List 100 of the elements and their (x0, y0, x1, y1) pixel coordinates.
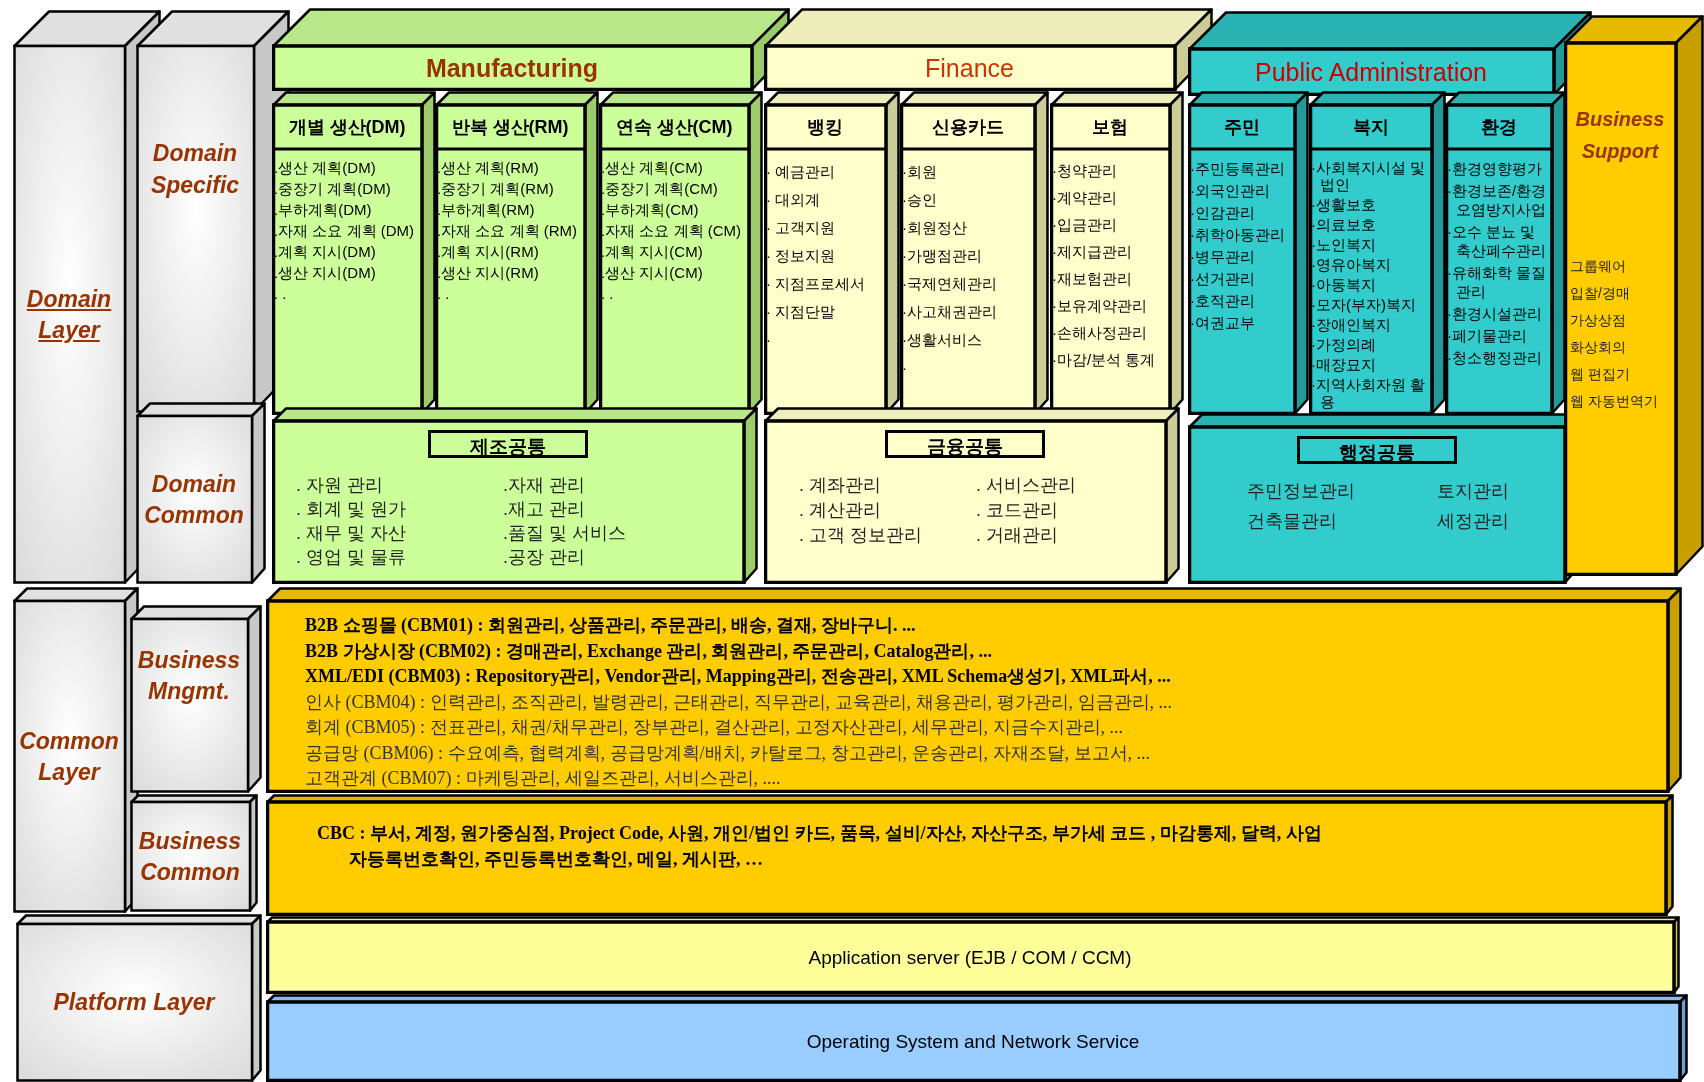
layer-label: Domain Layer (25, 284, 113, 345)
list-item: · 예금관리 (765, 162, 837, 182)
list-item: ·생활서비스 (901, 330, 983, 350)
list-item: ·보유계약관리 (1051, 296, 1148, 316)
list-item: ·인감관리 (1189, 203, 1256, 222)
list-item: ·마감/분석 통계 (1051, 350, 1157, 370)
domain-title: Public Administration (1254, 58, 1488, 87)
list-item: ·지역사회자원 활용 (1310, 376, 1427, 410)
list-item: . 재무 및 자산 (296, 522, 406, 545)
list-item: ·여권교부 (1189, 313, 1256, 332)
list-item: ·병무관리 (1189, 247, 1256, 266)
support-title: Business Support (1574, 107, 1666, 164)
list-item: . 거래관리 (976, 524, 1058, 547)
list-item: 입찰/경매 (1570, 285, 1630, 303)
list-item: .자재 소요 계획 (DM) (273, 222, 415, 240)
list-item: ·사회복지시설 및 법인 (1310, 159, 1427, 193)
column-heading: 연속 생산(CM) (614, 116, 734, 139)
list-item: .생산 계획(RM) (436, 159, 540, 177)
column-heading: 보험 (1091, 116, 1129, 139)
list-item: ·유해화학 물질관리 (1446, 263, 1548, 301)
list-item: ·폐기물관리 (1446, 326, 1528, 345)
list-item: 세정관리 (1437, 510, 1509, 533)
list-item: 토지관리 (1437, 480, 1509, 503)
list-item: .중장기 계획(RM) (436, 180, 555, 198)
list-item: ·국제연체관리 (901, 274, 998, 294)
component-line: 회계 (CBM05) : 전표관리, 채권/채무관리, 장부관리, 결산관리, 고정자산관리, 세무관리, 지금수지관리, ... (305, 716, 1123, 739)
list-item: .자재 소요 계획 (RM) (436, 222, 578, 240)
list-item: .재고 관리 (503, 498, 585, 521)
list-item: .생산 계획(DM) (273, 159, 377, 177)
list-item: ·회원정산 (901, 218, 968, 238)
list-item: .계획 지시(DM) (273, 243, 377, 261)
list-item: · 지점단말 (765, 302, 837, 322)
list-item: ·계약관리 (1051, 188, 1118, 208)
list-item: ·호적관리 (1189, 291, 1256, 310)
list-item: · (901, 358, 908, 378)
list-item: ·청소행정관리 (1446, 348, 1543, 367)
list-item: .계획 지시(CM) (600, 243, 704, 261)
list-item: .생산 지시(CM) (600, 264, 704, 282)
list-item: .생산 계획(CM) (600, 159, 704, 177)
list-item: ·노인복지 (1310, 236, 1377, 253)
layer-label: Common Layer (18, 726, 120, 787)
column-heading: 개별 생산(DM) (287, 116, 407, 139)
list-item: 그룹웨어 (1570, 258, 1626, 276)
column-heading: 반복 생산(RM) (450, 116, 570, 139)
list-item: ·청약관리 (1051, 161, 1118, 181)
list-item: . 회계 및 원가 (296, 498, 406, 521)
list-item: · 고객지원 (765, 218, 837, 238)
list-item: ·환경시설관리 (1446, 304, 1543, 323)
list-item: ·가맹점관리 (901, 246, 983, 266)
list-item: .중장기 계획(DM) (273, 180, 392, 198)
list-item: .계획 지시(RM) (436, 243, 540, 261)
domain-title: Manufacturing (425, 54, 599, 83)
component-line: CBC : 부서, 계정, 원가중심점, Project Code, 사원, 개인/법인 카드, 품목, 설비/자산, 자산구조, 부가세 코드 , 마감통제, 달력, 사업자등록번호확인, 주민등록번호확인, 메일, 게시판, … (317, 822, 1323, 871)
list-item: . 코드관리 (976, 499, 1058, 522)
platform-label: Application server (EJB / COM / CCM) (808, 947, 1132, 969)
list-item: ·회원 (901, 162, 938, 182)
component-line: B2B 쇼핑몰 (CBM01) : 회원관리, 상품관리, 주문관리, 배송, 결재, 장바구니. ... (305, 614, 916, 637)
column-heading: 복지 (1351, 116, 1390, 139)
section-heading: 제조공통 (428, 430, 588, 458)
layer-label: Domain Specific (149, 139, 241, 200)
list-item: 건축물관리 (1247, 510, 1337, 533)
component-line: 인사 (CBM04) : 인력관리, 조직관리, 발령관리, 근태관리, 직무관리, 교육관리, 채용관리, 평가관리, 임금관리, ... (305, 690, 1172, 714)
list-item: .중장기 계획(CM) (600, 180, 719, 198)
list-item: . 자원 관리 (296, 474, 383, 497)
component-line: B2B 가상시장 (CBM02) : 경매관리, Exchange 관리, 회원관리, 주문관리, Catalog관리, ... (305, 639, 992, 663)
list-item: ·영유아복지 (1310, 256, 1392, 273)
list-item: . 서비스관리 (976, 474, 1076, 497)
list-item: . 고객 정보관리 (799, 524, 922, 547)
list-item: ·선거관리 (1189, 269, 1256, 288)
list-item: · 정보지원 (765, 246, 837, 266)
list-item: · 지점프로세서 (765, 274, 867, 294)
column-heading: 신용카드 (930, 116, 1005, 139)
layer-label: Business Common (137, 826, 243, 887)
list-item: .자재 소요 계획 (CM) (600, 222, 742, 240)
list-item: ·사고채권관리 (901, 302, 998, 322)
list-item: ·환경영향평가 (1446, 159, 1543, 178)
list-item: 화상회의 (1570, 339, 1626, 357)
list-item: .자재 관리 (503, 474, 585, 497)
list-item: ·주민등록관리 (1189, 159, 1286, 178)
list-item: ·모자(부자)복지 (1310, 296, 1417, 313)
list-item: · 대외계 (765, 190, 822, 210)
list-item: ·재보험관리 (1051, 269, 1133, 289)
component-line: XML/EDI (CBM03) : Repository관리, Vendor관리, Mapping관리, 전송관리, XML Schema생성기, XML파서, ... (305, 665, 1171, 688)
list-item: . 계산관리 (799, 499, 881, 522)
list-item: .부하계획(DM) (273, 201, 373, 219)
column-heading: 뱅킹 (806, 116, 844, 139)
list-item: ·승인 (901, 190, 938, 210)
component-line: 공급망 (CBM06) : 수요예측, 협력계획, 공급망계획/배치, 카탈로그, 창고관리, 운송관리, 자재조달, 보고서, ... (305, 741, 1150, 765)
list-item: ·입금관리 (1051, 215, 1118, 235)
list-item: ·외국인관리 (1189, 181, 1271, 200)
list-item: ·환경보존/환경 오염방지사업 (1446, 181, 1548, 219)
list-item: . . (273, 285, 288, 303)
list-item: ·매장묘지 (1310, 356, 1377, 373)
list-item: ·가정의례 (1310, 336, 1377, 353)
list-item: . . (600, 285, 615, 303)
list-item: 웹 편집기 (1570, 366, 1630, 384)
list-item: . 계좌관리 (799, 474, 881, 497)
platform-label: Operating System and Network Service (806, 1031, 1140, 1053)
list-item: ·제지급관리 (1051, 242, 1133, 262)
list-item: 주민정보관리 (1247, 480, 1355, 503)
